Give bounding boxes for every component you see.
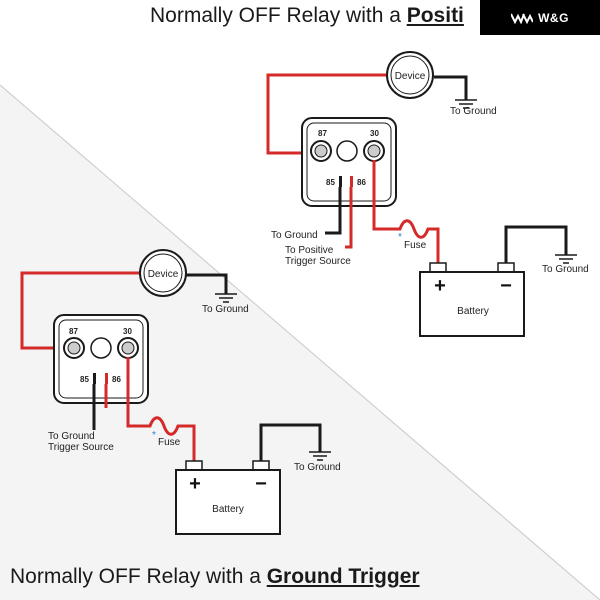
wire-86-trigger	[345, 187, 353, 249]
battery: + − Battery	[419, 262, 525, 337]
wire-87-to-device	[20, 271, 140, 350]
wire-30-fuse-battery	[372, 160, 440, 263]
wire-85-ground	[325, 187, 342, 235]
device-label: Device	[148, 269, 179, 280]
battery-label: Battery	[457, 306, 489, 317]
pin-30-label: 30	[370, 129, 379, 138]
bottom-title-emphasis: Ground Trigger	[266, 565, 420, 588]
pin85-label: To Ground	[271, 230, 318, 241]
battery-ground-wire	[259, 423, 322, 461]
fuse-label: Fuse	[158, 437, 181, 448]
battery: + − Battery	[175, 460, 281, 535]
battery-ground-label: To Ground	[542, 264, 589, 275]
ground-symbol	[215, 293, 237, 303]
battery-minus: −	[500, 275, 512, 297]
wire-87-to-device	[266, 73, 388, 155]
battery-ground-label: To Ground	[294, 462, 341, 473]
relay-center-marker	[336, 140, 358, 162]
pin-85-label: 85	[80, 375, 89, 384]
device-component: Device	[386, 51, 434, 99]
top-title-prefix: Normally OFF Relay with a	[150, 4, 407, 27]
positive-trigger-diagram: To Ground Device 87 30 85 86 To Ground	[266, 51, 589, 337]
fuse-marker: *	[152, 430, 156, 441]
fuse-label: Fuse	[404, 240, 427, 251]
battery-plus: +	[189, 473, 201, 495]
ground-symbol	[309, 451, 331, 461]
top-title-emphasis: Positi	[406, 4, 464, 27]
pin-86-label: 86	[112, 375, 121, 384]
relay: 87 30 85 86	[301, 117, 397, 207]
brand-logo: W&G	[480, 0, 600, 35]
pin-30-label: 30	[123, 327, 132, 336]
brand-mark-icon	[511, 12, 534, 24]
device-ground-label: To Ground	[202, 304, 249, 315]
bottom-title: Normally OFF Relay with a Ground Trigger	[10, 565, 420, 589]
pin85-label-line1: To Ground	[48, 431, 95, 442]
device-ground-wire	[434, 75, 468, 100]
diagonal-divider	[0, 84, 600, 600]
pin85-label-line2: Trigger Source	[48, 442, 114, 453]
relay: 87 30 85 86	[53, 314, 149, 404]
battery-plus: +	[434, 275, 446, 297]
wire-30-fuse-battery	[126, 357, 196, 461]
device-ground-wire	[186, 273, 228, 294]
fuse-marker: *	[398, 232, 402, 243]
battery-ground-wire	[504, 225, 568, 263]
pin86-label-line1: To Positive	[285, 245, 334, 256]
bottom-title-prefix: Normally OFF Relay with a	[10, 565, 267, 588]
battery-label: Battery	[212, 504, 244, 515]
ground-symbol	[555, 254, 577, 264]
device-component: Device	[139, 249, 187, 297]
top-title: Normally OFF Relay with a Positi	[150, 4, 464, 28]
pin-87-label: 87	[69, 327, 78, 336]
brand-text: W&G	[538, 10, 569, 25]
relay-center-marker	[90, 337, 112, 359]
pin86-label-line2: Trigger Source	[285, 256, 351, 267]
pin-85-label: 85	[326, 178, 335, 187]
ground-trigger-diagram: To Ground Device 87 30 85 86 To Ground T…	[20, 249, 341, 535]
device-ground-label: To Ground	[450, 106, 497, 117]
pin-87-label: 87	[318, 129, 327, 138]
ground-symbol	[455, 99, 477, 109]
battery-minus: −	[255, 473, 267, 495]
pin-86-label: 86	[357, 178, 366, 187]
device-label: Device	[395, 71, 426, 82]
